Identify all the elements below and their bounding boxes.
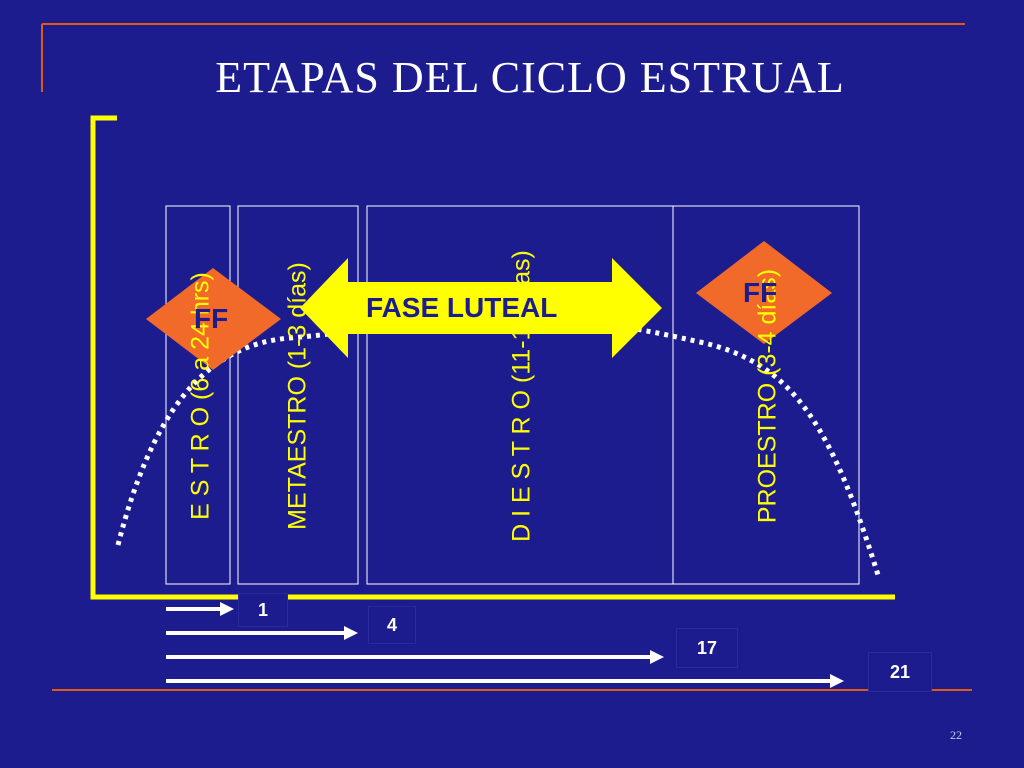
ff-label-left: FF bbox=[194, 303, 229, 334]
day-box-1: 1 bbox=[238, 593, 288, 627]
day-arrow-21-head bbox=[830, 674, 844, 688]
yellow-frame bbox=[90, 115, 895, 600]
slide-number: 22 bbox=[950, 728, 962, 742]
stage-box-metaestro bbox=[237, 205, 359, 585]
ff-diamond-left bbox=[146, 268, 281, 370]
day-box-17: 17 bbox=[676, 628, 738, 668]
day-arrow-1-head bbox=[220, 602, 234, 616]
day-arrow-4-head bbox=[344, 626, 358, 640]
stage-box-proestro bbox=[672, 205, 860, 585]
luteal-double-arrow bbox=[300, 258, 662, 358]
ff-diamond-right bbox=[696, 241, 832, 344]
day-arrow-17-head bbox=[650, 650, 664, 664]
stage-label-metaestro: METAESTRO (1-3 días) bbox=[283, 262, 312, 530]
day-box-21: 21 bbox=[868, 652, 932, 692]
ff-label-right: FF bbox=[743, 277, 778, 308]
day-box-4: 4 bbox=[368, 606, 416, 644]
stage-box-estro bbox=[165, 205, 231, 585]
page-title: ETAPAS DEL CICLO ESTRUAL bbox=[215, 53, 845, 102]
luteal-label: FASE LUTEAL bbox=[366, 292, 558, 323]
